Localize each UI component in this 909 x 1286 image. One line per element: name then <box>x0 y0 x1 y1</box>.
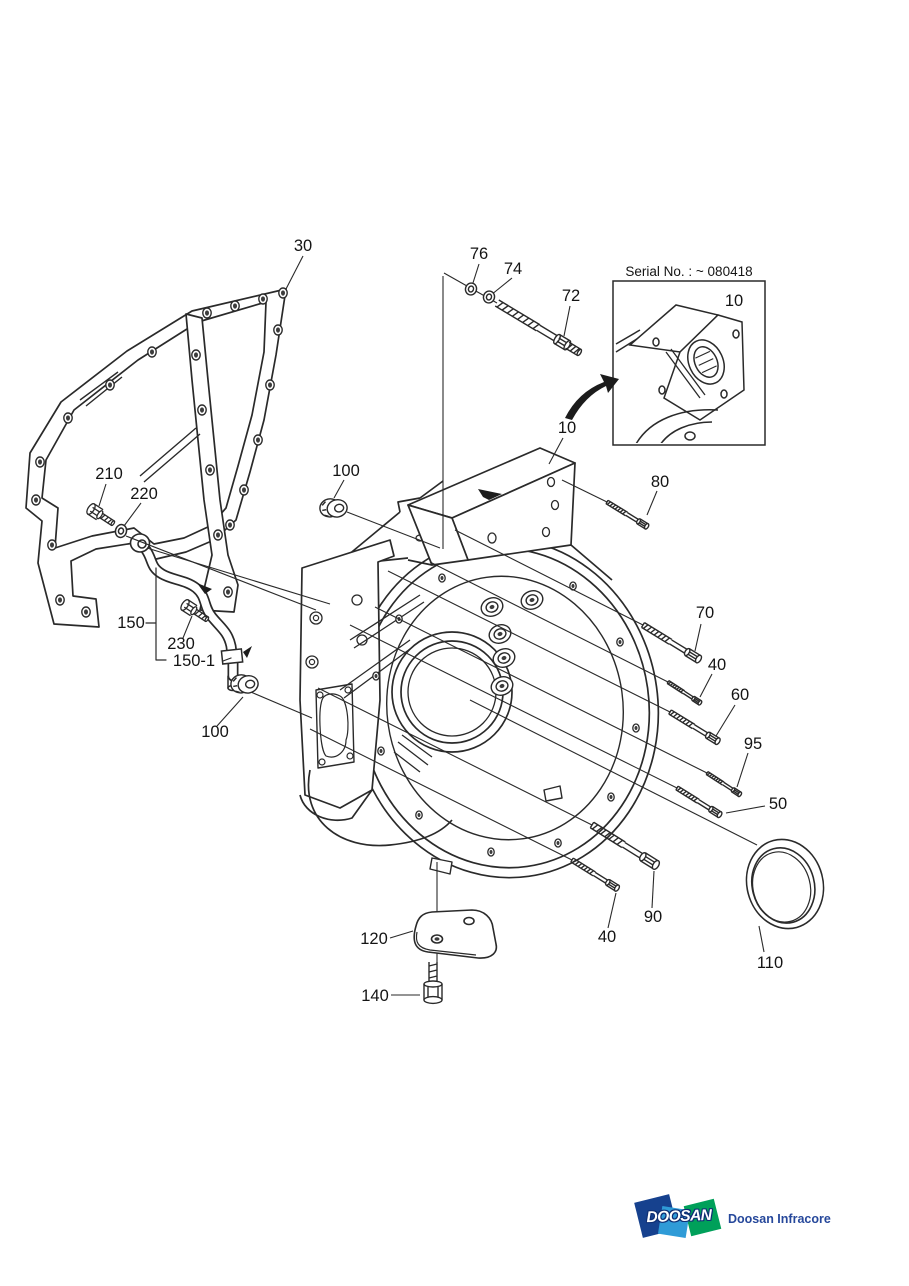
pipe-clamp-150-1 <box>220 646 252 665</box>
bolt-95 <box>705 770 743 798</box>
banjo-eye <box>129 533 151 553</box>
callout-150: 150 <box>117 614 145 632</box>
washer-220 <box>114 523 128 539</box>
callout-10-inset: 10 <box>725 292 743 310</box>
callout-40-lower: 40 <box>598 928 616 946</box>
callout-74: 74 <box>504 260 522 278</box>
leader-lines <box>98 255 766 996</box>
callout-210: 210 <box>95 465 123 483</box>
callout-50: 50 <box>769 795 787 813</box>
callout-70: 70 <box>696 604 714 622</box>
logo-wordmark: DOOSAN <box>646 1206 712 1227</box>
bolt-140 <box>423 962 443 1005</box>
callout-labels: Serial No. : ~ 080418 30 76 74 72 10 10 … <box>95 237 787 1005</box>
brand-text: Doosan Infracore <box>728 1212 831 1226</box>
bolt-60 <box>667 708 722 746</box>
callout-120: 120 <box>360 930 388 948</box>
bolt-40-upper <box>666 679 703 706</box>
callout-40-upper: 40 <box>708 656 726 674</box>
oil-seal-ring-110 <box>745 838 825 930</box>
stud-72-assembly <box>464 282 583 357</box>
bolt-80 <box>605 499 651 531</box>
callout-72: 72 <box>562 287 580 305</box>
bolt-50 <box>674 784 724 819</box>
callout-150-1: 150-1 <box>173 652 215 670</box>
callout-10: 10 <box>558 419 576 437</box>
callout-60: 60 <box>731 686 749 704</box>
callout-100-top: 100 <box>332 462 360 480</box>
gasket-30 <box>25 287 289 628</box>
callout-95: 95 <box>744 735 762 753</box>
callout-90: 90 <box>644 908 662 926</box>
bolt-210 <box>84 501 118 530</box>
callout-30: 30 <box>294 237 312 255</box>
callout-230: 230 <box>167 635 195 653</box>
callout-80: 80 <box>651 473 669 491</box>
oil-pipe-assembly-150 <box>84 501 252 692</box>
bolt-40-lower <box>569 856 621 893</box>
callout-76: 76 <box>470 245 488 263</box>
flywheel-housing-10 <box>299 447 660 879</box>
bolt-90 <box>588 820 662 872</box>
inset-arrow <box>565 374 619 420</box>
cover-plate-120 <box>413 909 498 959</box>
serial-inset <box>565 280 766 446</box>
bolts <box>423 499 743 1005</box>
callout-100-lower: 100 <box>201 723 229 741</box>
callout-110: 110 <box>757 954 783 972</box>
callout-220: 220 <box>130 485 158 503</box>
plug-100-top <box>317 494 350 522</box>
group-bracket-150 <box>145 567 232 662</box>
serial-label: Serial No. : ~ 080418 <box>625 264 752 279</box>
doosan-logo: DOOSAN Doosan Infracore <box>634 1186 906 1250</box>
callout-140: 140 <box>361 987 389 1005</box>
